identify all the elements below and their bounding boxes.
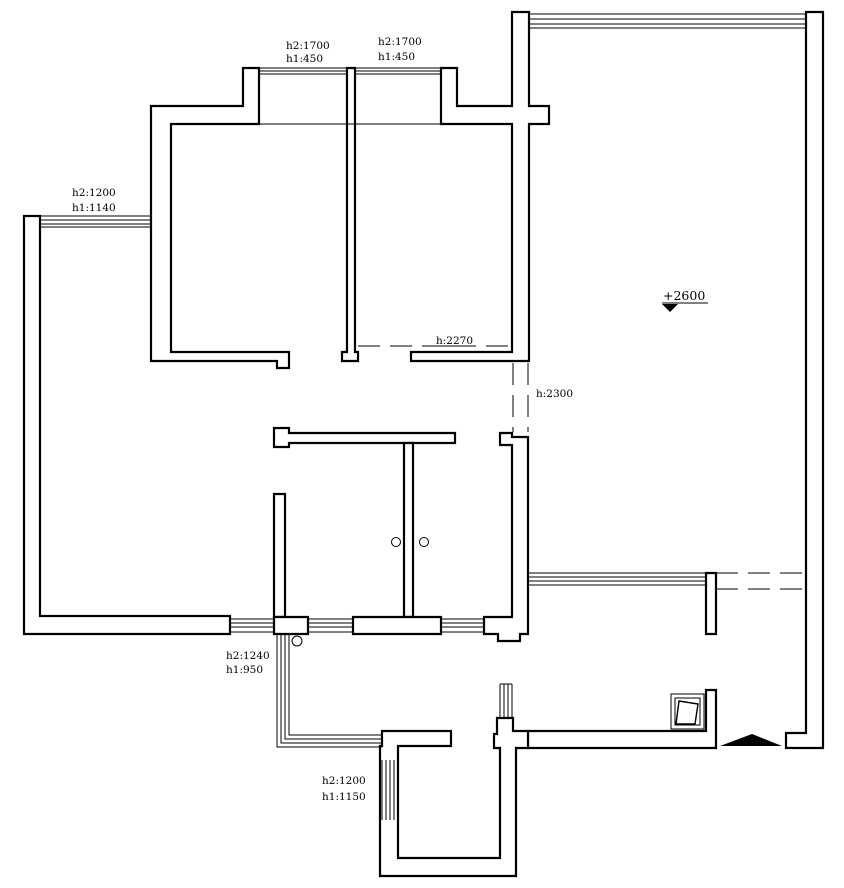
label-beam-passage: h:2300 (536, 388, 573, 400)
window-bay (381, 760, 395, 820)
wall-bath-top (272, 426, 457, 449)
wall-bedroom-divider (340, 66, 360, 363)
label-window-top-right-h2: h2:1700 (378, 36, 422, 48)
wall-bath-center (402, 441, 415, 619)
beam-right (716, 572, 806, 590)
wall-kitchen (378, 716, 530, 878)
stair-arrow-icon (720, 734, 782, 746)
wall-bath-left (272, 492, 287, 619)
window-bottom-left (230, 618, 274, 633)
pipe-run (276, 634, 382, 748)
label-window-left-h1: h1:1140 (72, 202, 116, 214)
window-left (40, 215, 151, 228)
label-window-bay-h2: h2:1200 (322, 775, 366, 787)
wall-bedroom-right-outer (409, 10, 551, 363)
label-window-left-h2: h2:1200 (72, 187, 116, 199)
window-right-mid (528, 572, 706, 586)
wall-right-outer (784, 10, 825, 750)
wall-left-room (22, 214, 232, 636)
wall-bath-bottom-mid (351, 615, 443, 636)
label-window-top-right-h1: h1:450 (378, 51, 415, 63)
wall-right-stub (704, 571, 718, 636)
level-marker: +2600 (662, 288, 708, 312)
beam-passage (512, 363, 529, 432)
window-bath-left (308, 618, 353, 633)
wall-bath-right (482, 431, 530, 643)
window-bath-right (441, 618, 484, 633)
label-window-top-left-h1: h1:450 (286, 53, 323, 65)
window-kitchen-top (499, 683, 513, 718)
label-window-bottom-h2: h2:1240 (226, 650, 270, 662)
level-value: +2600 (663, 288, 705, 303)
window-top-left (259, 67, 347, 75)
window-top-right (355, 67, 441, 75)
pipe-corner-icon (291, 635, 303, 647)
label-window-top-left-h2: h2:1700 (286, 40, 330, 52)
label-window-bay-h1: h1:1150 (322, 791, 366, 803)
pipe-bath-left-icon (391, 537, 401, 547)
wall-bath-bottom-left (272, 615, 310, 636)
appliance-icon (670, 693, 705, 730)
pipe-bath-right-icon (419, 537, 429, 547)
window-right-top (529, 13, 806, 29)
label-beam-bedroom: h:2270 (436, 335, 473, 347)
label-window-bottom-h1: h1:950 (226, 664, 263, 676)
wall-bedroom-left-outer (149, 66, 291, 370)
